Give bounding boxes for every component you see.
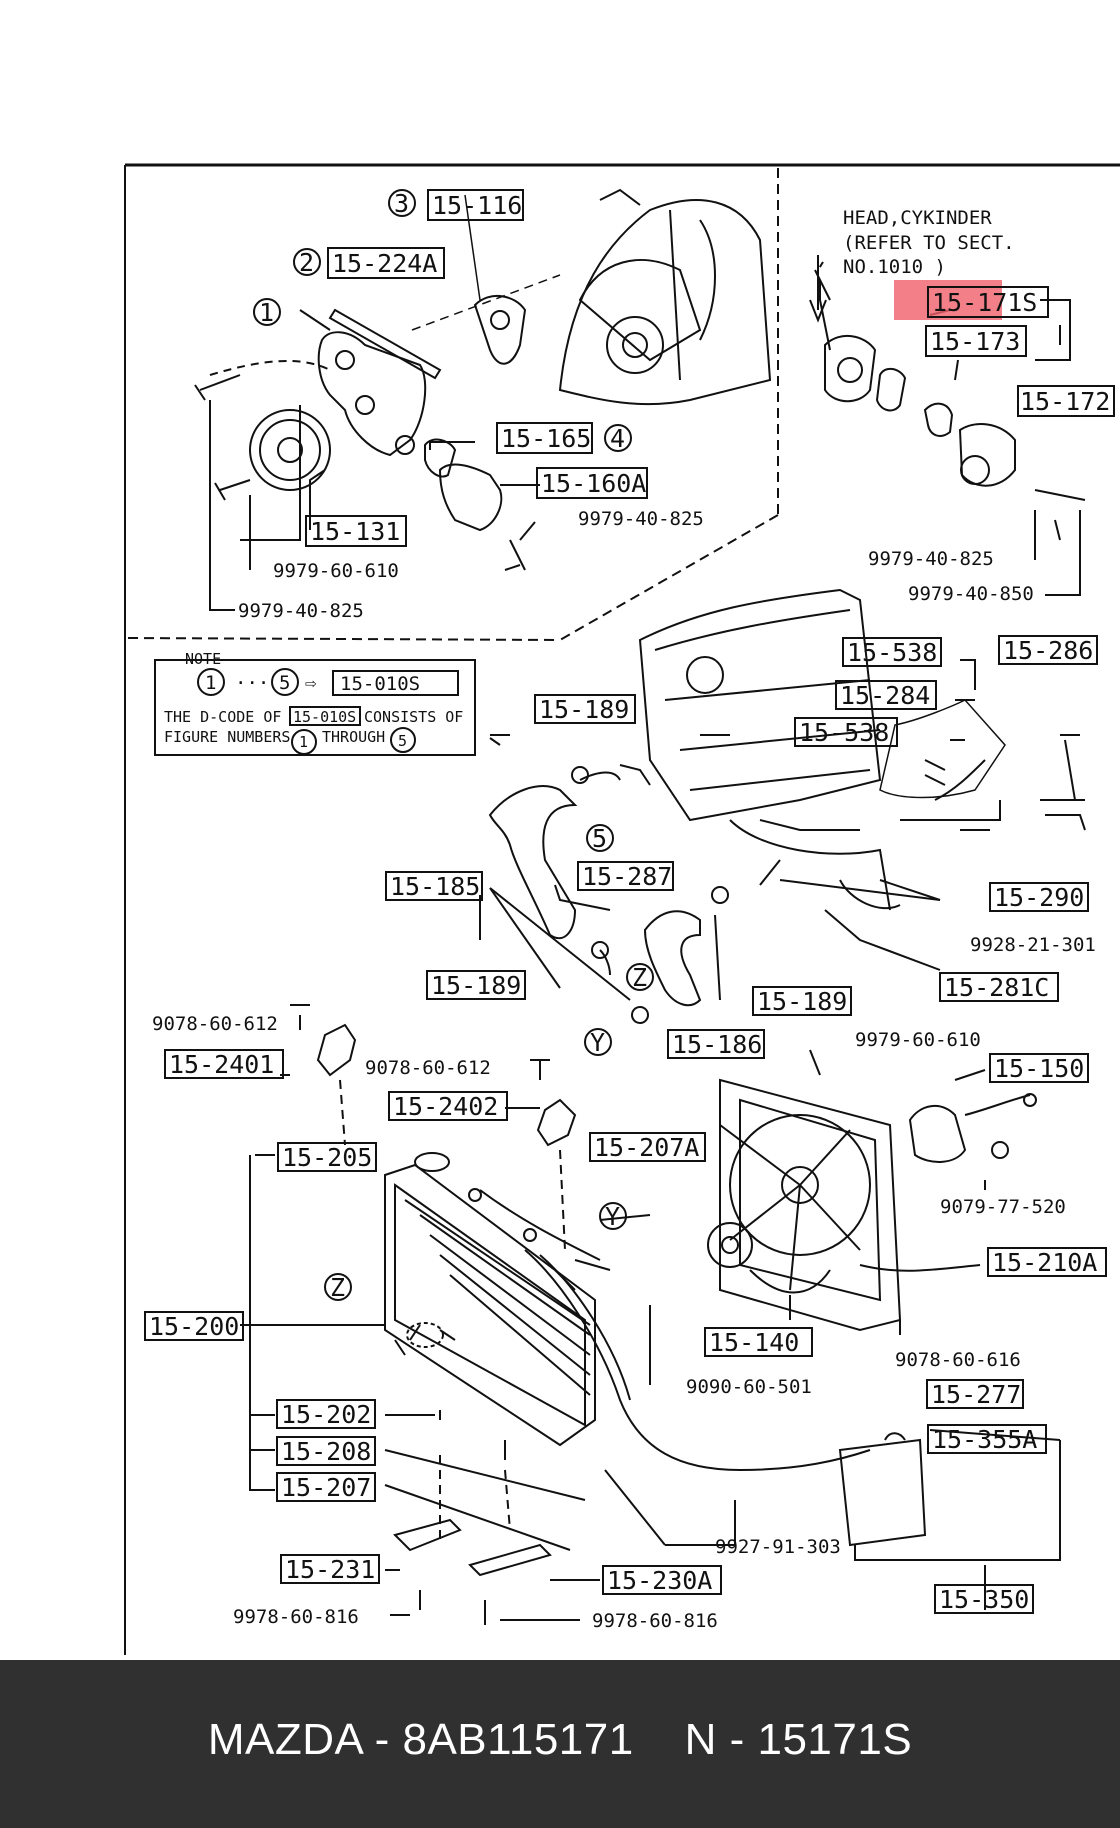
callout-15-277: 15-277 bbox=[931, 1380, 1021, 1409]
callout-15-231: 15-231 bbox=[285, 1555, 375, 1584]
callout-15-287: 15-287 bbox=[582, 862, 672, 891]
callout-15-165: 15-165 bbox=[501, 424, 591, 453]
part-number-9927-91-303: 9927-91-303 bbox=[715, 1536, 841, 1558]
callout-15-230A: 15-230A bbox=[607, 1566, 712, 1595]
figure-number-2: 2 bbox=[299, 248, 314, 277]
part-number-9979-60-610-b: 9979-60-610 bbox=[855, 1029, 981, 1051]
marker-z-a: Z bbox=[632, 963, 647, 992]
part-number-9978-60-816-a: 9978-60-816 bbox=[233, 1606, 359, 1628]
callout-15-200: 15-200 bbox=[149, 1312, 239, 1341]
head-note-line1: HEAD,CYKINDER bbox=[843, 207, 992, 229]
part-number-9979-60-610-a: 9979-60-610 bbox=[273, 560, 399, 582]
callout-15-224A: 15-224A bbox=[332, 249, 437, 278]
part-number-9078-60-612-b: 9078-60-612 bbox=[365, 1057, 491, 1079]
note-arrow: ⇨ bbox=[305, 672, 316, 694]
parts-diagram: 15-116 15-224A 15-165 15-160A 15-131 3 2… bbox=[124, 163, 1120, 1655]
callout-15-208: 15-208 bbox=[281, 1437, 371, 1466]
part-number-9928-21-301: 9928-21-301 bbox=[970, 934, 1096, 956]
callout-15-131: 15-131 bbox=[310, 517, 400, 546]
callout-15-207A: 15-207A bbox=[594, 1133, 699, 1162]
part-number-9979-40-825-a: 9979-40-825 bbox=[578, 508, 704, 530]
part-number-9978-60-816-b: 9978-60-816 bbox=[592, 1610, 718, 1632]
note-line3-last: 5 bbox=[398, 732, 407, 750]
figure-number-4: 4 bbox=[610, 424, 625, 453]
part-number-9979-40-825-b: 9979-40-825 bbox=[238, 600, 364, 622]
note-line2-pre: THE D-CODE OF bbox=[164, 708, 281, 726]
callout-15-150: 15-150 bbox=[994, 1054, 1084, 1083]
head-note-line3: NO.1010 ) bbox=[843, 256, 946, 278]
callout-15-116: 15-116 bbox=[432, 191, 522, 220]
part-number-9079-77-520: 9079-77-520 bbox=[940, 1196, 1066, 1218]
figure-number-5: 5 bbox=[592, 824, 607, 853]
note-first-number: 1 bbox=[205, 672, 216, 694]
note-line3-pre: FIGURE NUMBERS bbox=[164, 728, 290, 746]
part-number-9078-60-616: 9078-60-616 bbox=[895, 1349, 1021, 1371]
figure-number-3: 3 bbox=[394, 189, 409, 218]
part-number-9979-40-825-c: 9979-40-825 bbox=[868, 548, 994, 570]
callout-15-173: 15-173 bbox=[930, 327, 1020, 356]
part-number-9979-40-850: 9979-40-850 bbox=[908, 583, 1034, 605]
callout-15-140: 15-140 bbox=[709, 1328, 799, 1357]
callout-15-538-b: 15-538 bbox=[799, 718, 889, 747]
callout-15-202: 15-202 bbox=[281, 1400, 371, 1429]
part-number-9078-60-612-a: 9078-60-612 bbox=[152, 1013, 278, 1035]
note-last-number: 5 bbox=[279, 672, 290, 694]
callout-15-2402: 15-2402 bbox=[393, 1092, 498, 1121]
callout-15-286: 15-286 bbox=[1003, 636, 1093, 665]
note-code: 15-010S bbox=[340, 673, 420, 695]
callout-15-160A: 15-160A bbox=[541, 469, 646, 498]
footer-part-label: MAZDA - 8AB115171 N - 15171S bbox=[207, 1715, 913, 1764]
note-line2-post: CONSISTS OF bbox=[364, 708, 463, 726]
footer-bar: MAZDA - 8AB115171 N - 15171S bbox=[0, 1660, 1120, 1828]
callout-15-185: 15-185 bbox=[390, 872, 480, 901]
marker-y-b: Y bbox=[605, 1202, 620, 1231]
callout-15-207: 15-207 bbox=[281, 1473, 371, 1502]
callout-15-189-c: 15-189 bbox=[757, 987, 847, 1016]
callout-15-189-a: 15-189 bbox=[539, 695, 629, 724]
callout-15-281C: 15-281C bbox=[944, 973, 1049, 1002]
callout-15-186: 15-186 bbox=[672, 1030, 762, 1059]
callout-15-538-a: 15-538 bbox=[847, 638, 937, 667]
head-note-line2: (REFER TO SECT. bbox=[843, 232, 1015, 254]
note-dots: ··· bbox=[235, 672, 269, 694]
marker-y-a: Y bbox=[590, 1028, 605, 1057]
note-line3-first: 1 bbox=[299, 733, 308, 751]
figure-number-1: 1 bbox=[259, 298, 274, 327]
callout-15-284: 15-284 bbox=[840, 681, 930, 710]
callout-15-355A: 15-355A bbox=[932, 1425, 1037, 1454]
marker-z-b: Z bbox=[330, 1273, 345, 1302]
callout-15-2401: 15-2401 bbox=[169, 1050, 274, 1079]
callout-15-210A: 15-210A bbox=[992, 1248, 1097, 1277]
callout-15-350: 15-350 bbox=[939, 1585, 1029, 1614]
callout-15-205: 15-205 bbox=[282, 1143, 372, 1172]
note-title: NOTE bbox=[185, 650, 221, 668]
part-number-9090-60-501: 9090-60-501 bbox=[686, 1376, 812, 1398]
callout-15-290: 15-290 bbox=[994, 883, 1084, 912]
callout-15-172: 15-172 bbox=[1020, 387, 1110, 416]
callout-15-171S: 15-171S bbox=[932, 288, 1037, 317]
callout-15-189-b: 15-189 bbox=[431, 971, 521, 1000]
note-line3-mid: THROUGH bbox=[322, 728, 385, 746]
note-line2-code: 15-010S bbox=[293, 708, 356, 726]
